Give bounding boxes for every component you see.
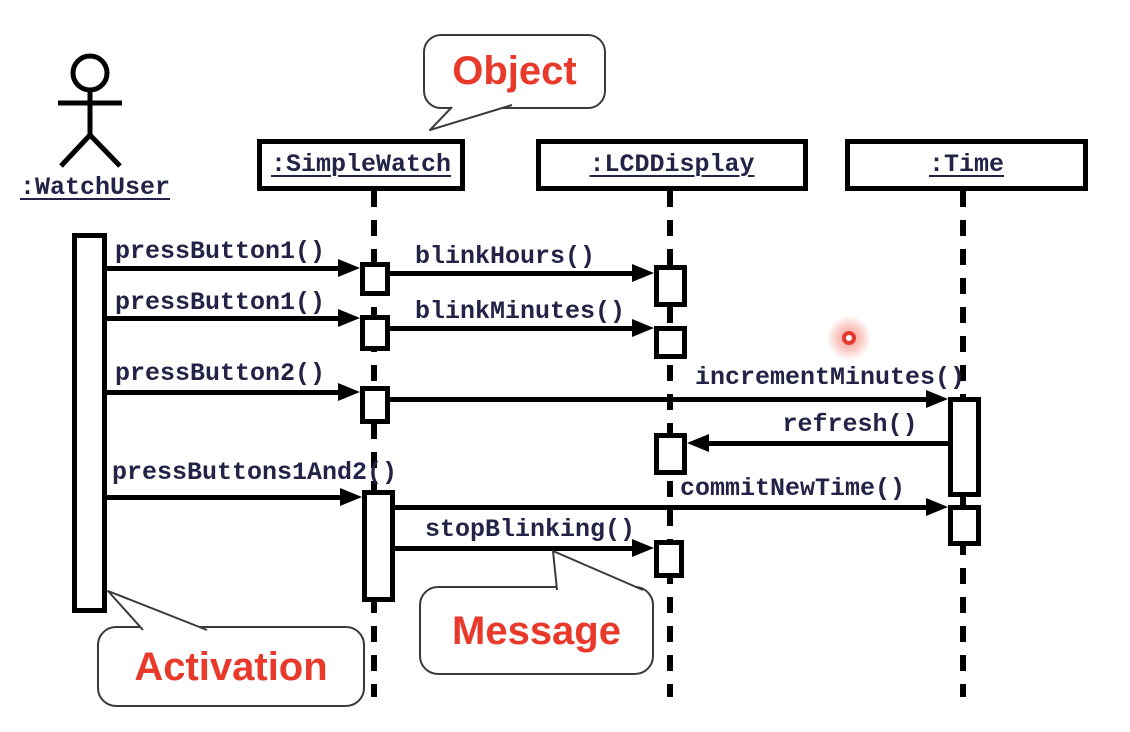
activation-simplewatch-3 — [360, 386, 390, 424]
arrowhead-icon — [632, 319, 654, 337]
arrowhead-icon — [632, 264, 654, 282]
arrowhead-icon — [926, 390, 948, 408]
message-line-stopblinking — [395, 546, 634, 551]
message-label: stopBlinking() — [425, 515, 636, 544]
message-line-pressbutton2 — [107, 390, 340, 395]
arrowhead-icon — [687, 434, 709, 452]
object-label-time: :Time — [928, 150, 1004, 179]
activation-simplewatch-2 — [360, 315, 390, 351]
arrowhead-icon — [926, 498, 948, 516]
object-box-time: :Time — [845, 139, 1088, 191]
arrowhead-icon — [338, 259, 360, 277]
callout-activation: Activation — [134, 645, 328, 689]
activation-lcddisplay-2 — [654, 326, 687, 359]
message-line-refresh — [709, 441, 948, 446]
message-label: commitNewTime() — [680, 474, 906, 503]
message-label: pressButtons1And2() — [112, 458, 398, 487]
message-line-blinkminutes — [390, 326, 634, 331]
message-line-commitnewtime — [395, 505, 928, 510]
object-box-lcddisplay: :LCDDisplay — [536, 139, 808, 191]
message-label: pressButton1() — [115, 237, 326, 266]
pointer-dot-icon — [842, 331, 856, 345]
message-label: blinkHours() — [415, 242, 596, 271]
lifeline-time-connector — [960, 495, 966, 507]
message-label: blinkMinutes() — [415, 297, 626, 326]
activation-lcddisplay-4 — [654, 540, 684, 578]
activation-bar-watchuser — [72, 233, 107, 613]
activation-simplewatch-1 — [360, 262, 390, 296]
actor-stick-figure-icon — [58, 53, 122, 168]
message-label: refresh() — [782, 410, 918, 439]
arrowhead-icon — [338, 383, 360, 401]
message-label: incrementMinutes() — [694, 363, 965, 392]
arrowhead-icon — [338, 309, 360, 327]
activation-time-1 — [948, 397, 981, 497]
arrowhead-icon — [632, 539, 654, 557]
activation-lcddisplay-1 — [654, 265, 687, 307]
actor-label: :WatchUser — [19, 173, 171, 202]
activation-time-2 — [948, 505, 981, 546]
message-line-incrementminutes — [390, 397, 928, 402]
message-line-blinkhours — [390, 271, 634, 276]
callout-object: Object — [452, 49, 577, 93]
message-line-pressbutton1a — [107, 266, 340, 271]
message-label: pressButton1() — [115, 288, 326, 317]
callout-message: Message — [452, 609, 621, 653]
object-label-lcddisplay: :LCDDisplay — [589, 150, 755, 179]
message-line-pressbutton1b — [107, 316, 340, 321]
lifeline-simplewatch — [371, 191, 377, 697]
activation-lcddisplay-3 — [654, 433, 687, 475]
message-line-pressbuttons1and2 — [107, 495, 342, 500]
activation-simplewatch-4 — [362, 490, 395, 602]
arrowhead-icon — [340, 488, 362, 506]
object-box-simplewatch: :SimpleWatch — [257, 139, 465, 191]
object-label-simplewatch: :SimpleWatch — [270, 150, 452, 179]
message-label: pressButton2() — [115, 359, 326, 388]
